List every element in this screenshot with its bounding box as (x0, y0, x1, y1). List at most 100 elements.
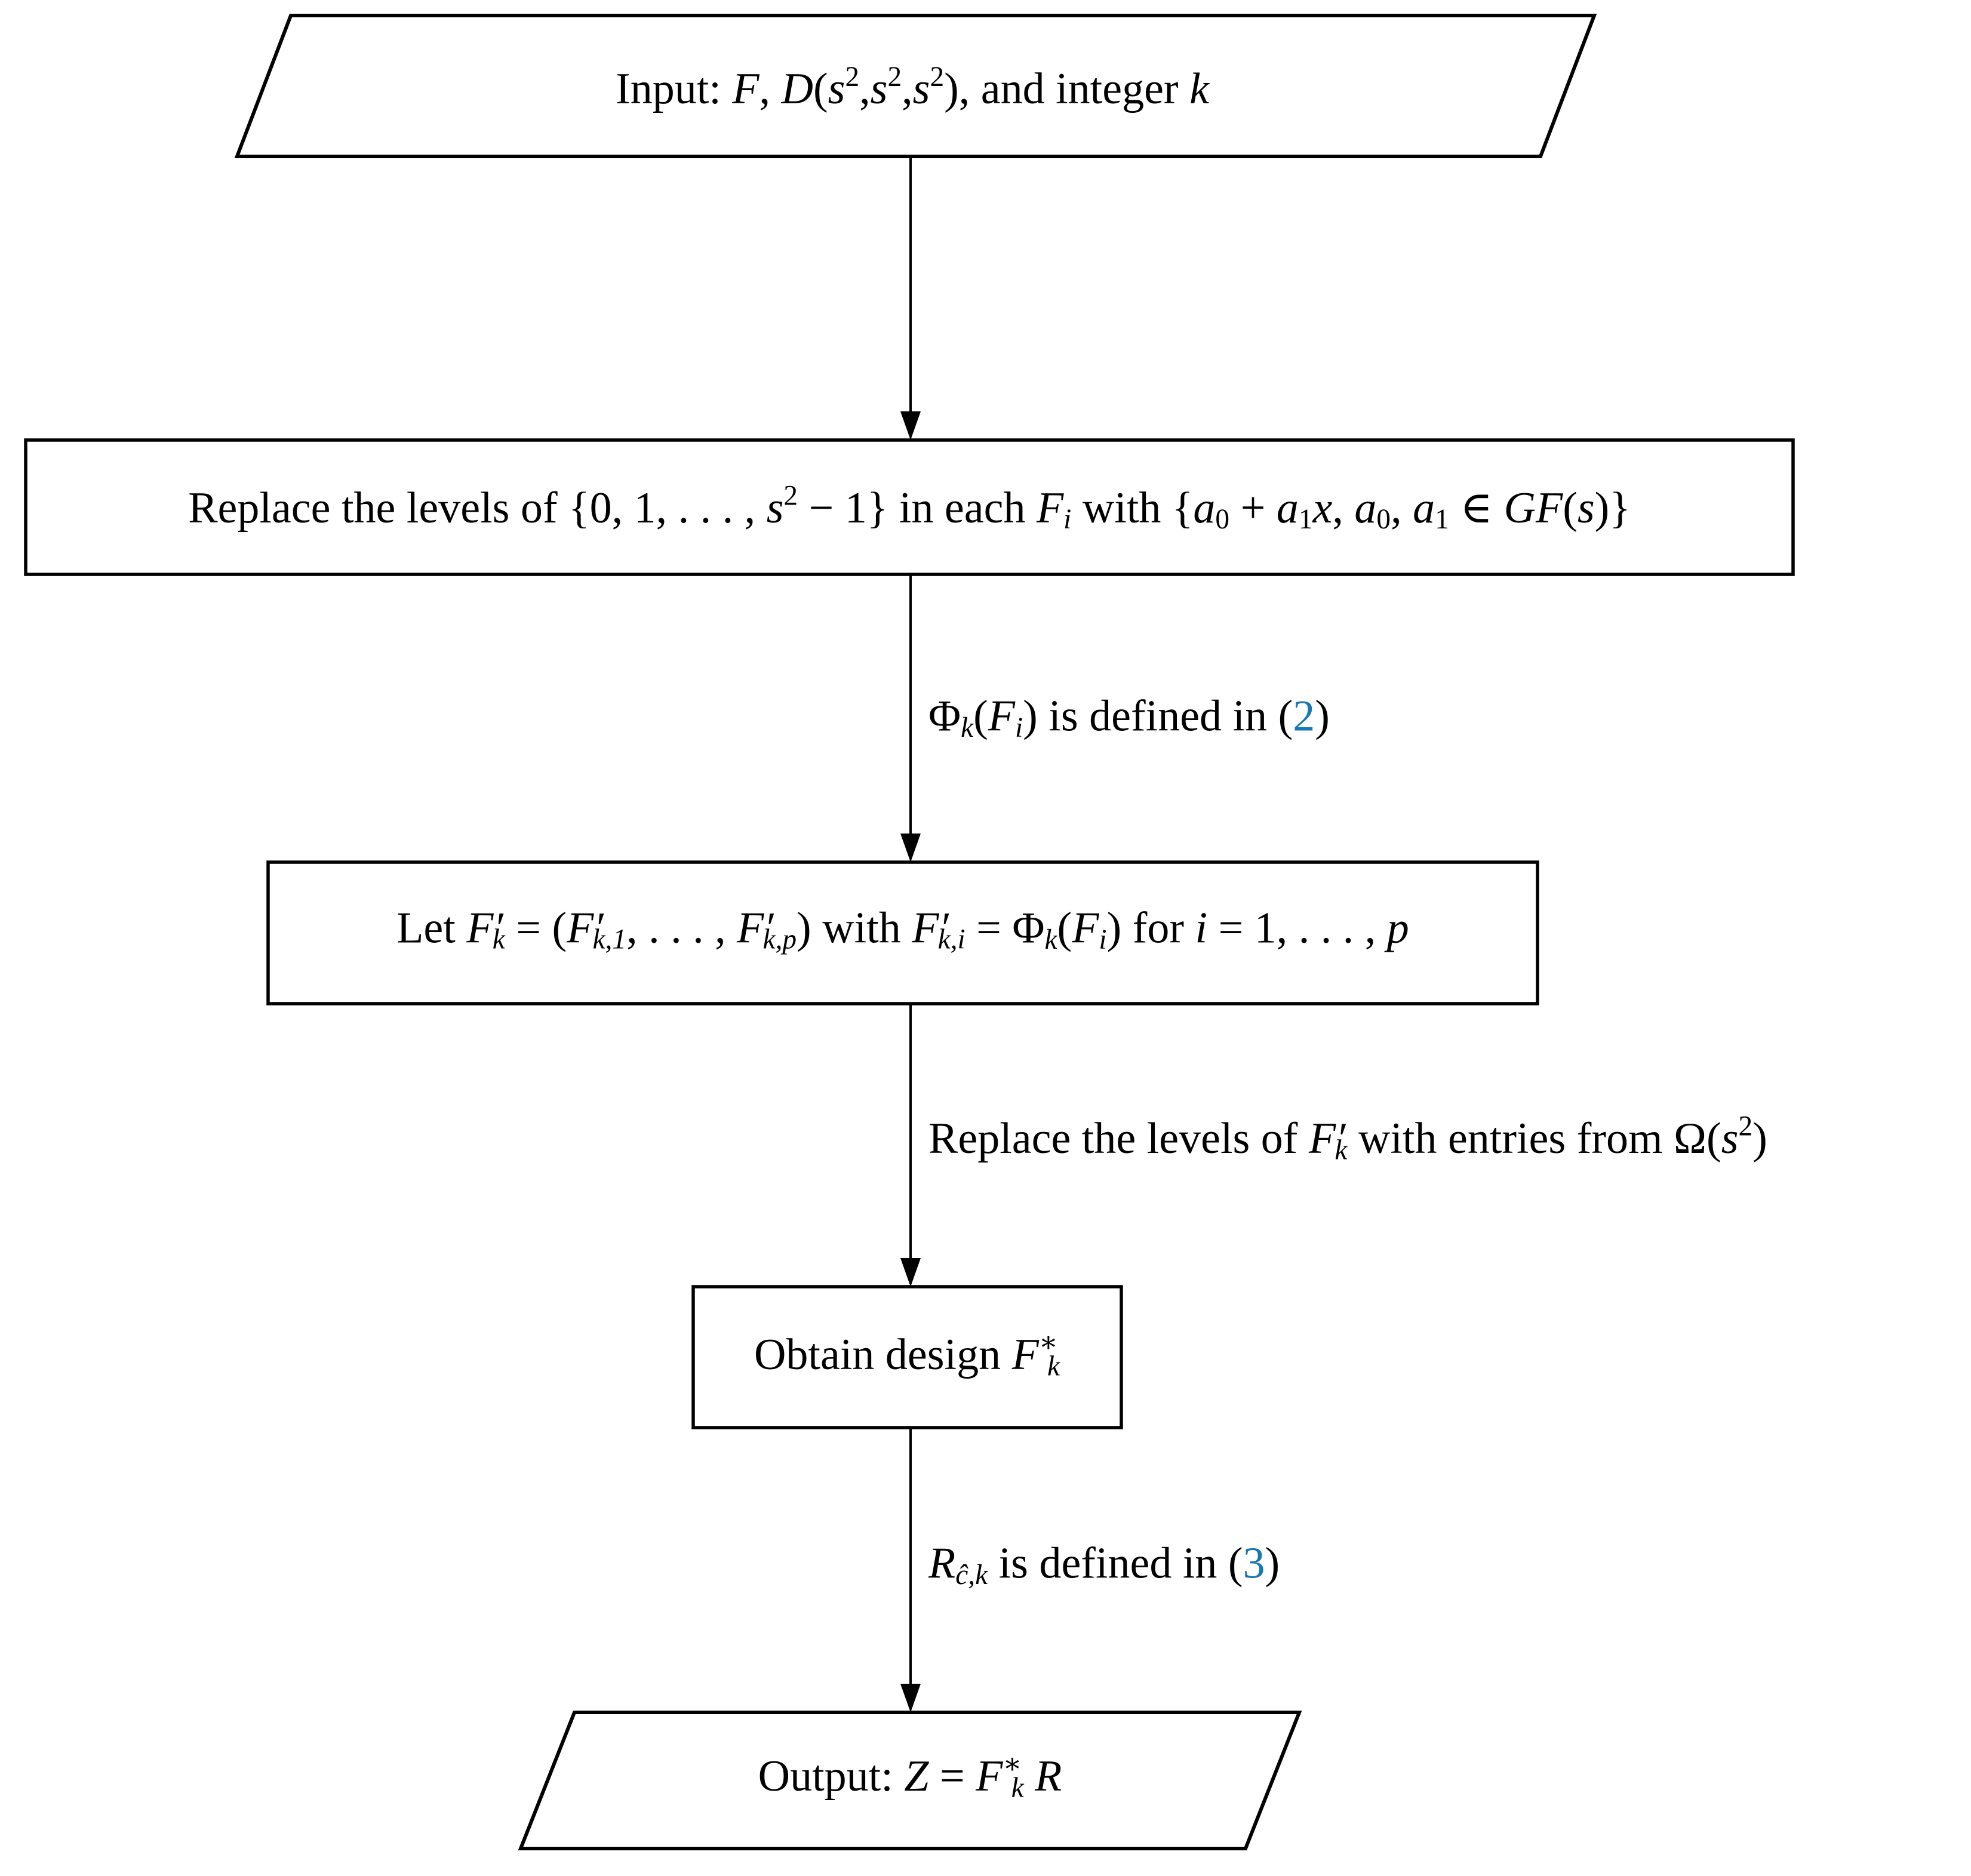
text-segment: 2 (845, 61, 860, 93)
text-segment: ) is defined in ( (1023, 691, 1293, 741)
arrow-let-to-obtain (900, 1004, 921, 1287)
text-segment: 1 (1435, 504, 1449, 536)
text-segment: ) (1315, 691, 1330, 741)
text-segment: = 1, . . . , (1207, 903, 1387, 953)
edge-label-r-defined: Rĉ,k is defined in (3) (928, 1542, 1280, 1590)
text-segment: k (492, 924, 505, 956)
input-parallelogram (234, 14, 1597, 158)
text-segment: 2 (887, 61, 902, 93)
text-segment: ( (813, 64, 828, 114)
text-segment: s (870, 64, 888, 114)
text-segment: ( (1563, 483, 1578, 533)
text-segment: 1 (1298, 504, 1313, 536)
text-segment: Z (904, 1751, 929, 1801)
let-fk-text: Let F′k = (F′k,1, . . . , F′k,p) with F′… (396, 906, 1409, 955)
obtain-design-text: Obtain design F∗k (754, 1328, 1060, 1380)
text-segment: ) for (1106, 903, 1195, 953)
text-segment: a (1413, 483, 1435, 533)
text-segment: i (1014, 712, 1023, 744)
text-segment: ), and integer (944, 64, 1190, 114)
text-segment: s (828, 64, 845, 114)
text-segment: k,p (762, 924, 797, 956)
text-segment: F (1308, 1114, 1336, 1163)
text-segment: 2 (930, 61, 945, 93)
text-segment: s (1721, 1114, 1739, 1163)
text-segment: = ( (505, 903, 567, 953)
text-segment: Replace the levels of (928, 1114, 1309, 1163)
text-segment: s (912, 64, 930, 114)
text-segment: = Φ (965, 903, 1045, 953)
text-segment: F (567, 903, 594, 953)
text-segment: ∈ (1449, 483, 1504, 533)
text-segment: , (859, 64, 871, 114)
text-segment: , (1391, 483, 1413, 533)
text-segment: a (1193, 483, 1216, 533)
text-segment: ĉ,k (955, 1560, 988, 1591)
text-segment (1024, 1752, 1035, 1801)
text-segment: k (1047, 1351, 1060, 1382)
text-segment: is defined in ( (988, 1539, 1243, 1588)
text-segment: k (1189, 64, 1209, 114)
text-segment: ′ (764, 903, 774, 953)
text-segment: + (1229, 483, 1277, 533)
text-segment: F (466, 903, 494, 953)
edge-label-replace-omega: Replace the levels of F′k with entries f… (928, 1112, 1767, 1164)
text-segment: ∗ (1003, 1748, 1022, 1780)
text-segment: F (737, 903, 764, 953)
text-segment: F (1011, 1330, 1039, 1379)
edge-label-phi-defined: Φk(Fi) is defined in (2) (928, 694, 1330, 743)
text-segment: , . . . , (626, 903, 737, 953)
text-segment: ′ (1336, 1114, 1346, 1163)
text-segment: − 1} in each (798, 483, 1037, 533)
text-segment: k (1335, 1134, 1348, 1166)
obtain-design-box (691, 1285, 1123, 1429)
reference-link[interactable]: 3 (1243, 1539, 1265, 1588)
text-segment: Replace the levels of {0, 1, . . . , (188, 483, 767, 533)
text-segment: with entries from Ω( (1347, 1114, 1721, 1163)
arrow-input-to-replace (900, 156, 921, 440)
text-segment: i (1063, 504, 1072, 536)
text-segment: 2 (783, 480, 798, 512)
text-segment: = (928, 1751, 976, 1801)
text-segment: ′ (493, 903, 503, 953)
input-node-text: Input: F, D(s2,s2,s2), and integer k (616, 63, 1209, 111)
let-fk-box (266, 860, 1539, 1005)
text-segment: F (732, 64, 760, 114)
text-segment: F (976, 1751, 1003, 1801)
text-segment: p (1386, 903, 1409, 953)
text-segment: Let (396, 903, 467, 953)
text-segment: D (781, 64, 813, 114)
text-segment: , (759, 64, 782, 114)
text-segment: 2 (1738, 1111, 1753, 1142)
text-segment: s (766, 483, 784, 533)
text-segment: s (1577, 483, 1595, 533)
text-segment: GF (1503, 483, 1563, 533)
text-segment: ( (1057, 903, 1072, 953)
text-segment: with { (1071, 483, 1194, 533)
text-segment: k (1011, 1772, 1024, 1804)
reference-link[interactable]: 2 (1293, 691, 1315, 741)
text-segment: 0 (1215, 504, 1230, 536)
text-segment: x (1312, 483, 1333, 533)
text-segment: ′ (594, 903, 604, 953)
text-segment: ) with (797, 903, 912, 953)
text-segment: 0 (1376, 504, 1391, 536)
text-segment: k (1044, 924, 1057, 956)
text-segment: F (988, 691, 1015, 741)
replace-levels-text: Replace the levels of {0, 1, . . . , s2 … (188, 482, 1631, 534)
text-segment: F (912, 903, 939, 953)
text-segment: k (961, 712, 974, 744)
text-segment: R (1035, 1751, 1062, 1801)
text-segment: , (1332, 483, 1355, 533)
arrow-replace-to-let (900, 574, 921, 862)
text-segment: Input: (616, 64, 733, 114)
text-segment: a (1276, 483, 1299, 533)
text-segment: , (902, 64, 913, 114)
text-segment: ) (1752, 1114, 1767, 1163)
text-segment: Φ (928, 691, 961, 741)
output-parallelogram (518, 1711, 1302, 1850)
text-segment: Obtain design (754, 1330, 1012, 1379)
text-segment: Output: (758, 1751, 905, 1801)
text-segment: ∗ (1038, 1327, 1058, 1358)
output-node-text: Output: Z = F∗k R (758, 1750, 1062, 1802)
